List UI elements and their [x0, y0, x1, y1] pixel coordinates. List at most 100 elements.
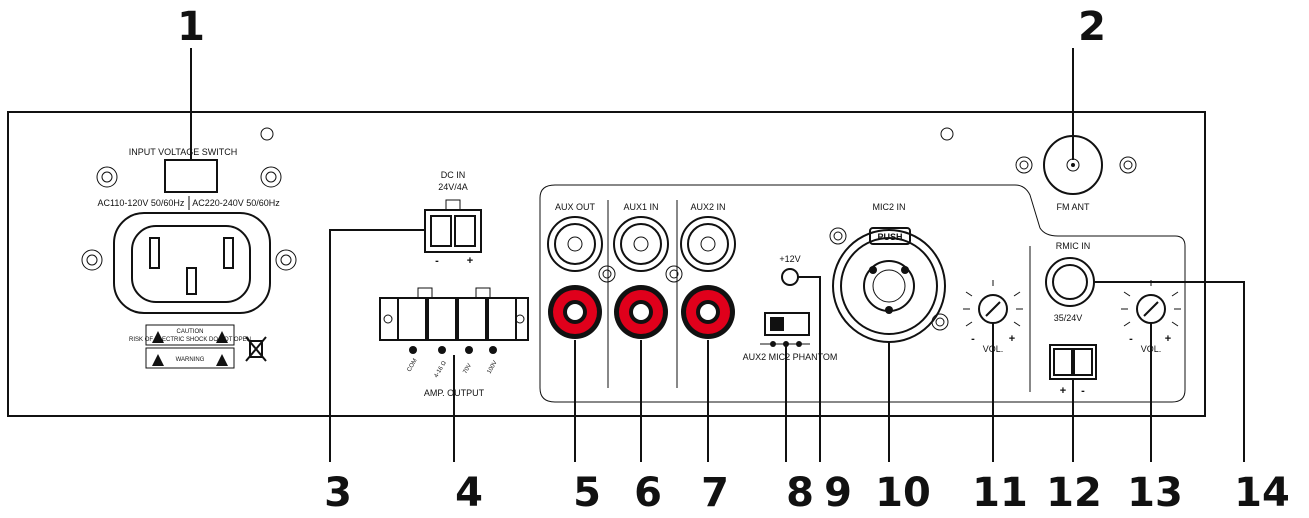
speaker-out-label: AMP. OUTPUT: [424, 388, 485, 398]
terminal-block: [1053, 348, 1073, 376]
callout-4: 4: [455, 470, 483, 516]
terminal-block: [397, 297, 427, 341]
warning-text: WARNING: [176, 357, 205, 363]
callout-2: 2: [1078, 4, 1106, 50]
warning-icon: [152, 331, 164, 343]
screw-icon: [81, 249, 103, 271]
callout-10: 10: [875, 470, 931, 516]
rmic-voltage-label: 35/24V: [1054, 313, 1083, 323]
ac-pin: [149, 237, 160, 269]
screw-icon: [275, 249, 297, 271]
warning-icon: [216, 354, 228, 366]
v70-label: 70V: [463, 363, 474, 375]
phantom-switch[interactable]: [764, 312, 810, 336]
warning-icon: [216, 331, 228, 343]
dc-in-block: [430, 215, 452, 247]
leader-14: [1094, 281, 1245, 462]
weee-bin-icon: [245, 336, 267, 362]
aux1-in-label: AUX1 IN: [623, 202, 658, 212]
ac110-label: AC110-120V 50/60Hz: [98, 198, 185, 208]
caution-label: [145, 324, 235, 346]
speaker-terminal[interactable]: [379, 297, 529, 341]
input-voltage-switch-label: INPUT VOLTAGE SWITCH: [129, 147, 238, 157]
dc-minus: -: [435, 255, 439, 267]
terminal-tab: [417, 287, 433, 299]
leader-3: [329, 229, 425, 462]
switch-labels: AUX2 MIC2 PHANTOM: [743, 352, 838, 362]
fm-ant-label: FM ANT: [1057, 202, 1091, 212]
mic2-in-label: MIC2 IN: [872, 202, 905, 212]
terminal-block: [487, 297, 517, 341]
remote-minus: -: [1081, 385, 1085, 397]
terminal-block: [427, 297, 457, 341]
vol-plus-2: +: [1165, 333, 1171, 345]
terminal-tab: [475, 287, 491, 299]
terminal-dot: [409, 346, 417, 354]
mount-hole: [515, 314, 525, 324]
ac-inlet-inner[interactable]: [131, 225, 251, 303]
vol-minus-1: -: [971, 333, 975, 345]
callout-7: 7: [701, 470, 729, 516]
screw-icon: [829, 227, 847, 245]
rca-jack-aux2-white[interactable]: [680, 216, 736, 272]
led-12v: [781, 268, 799, 286]
vol-minus-2: -: [1129, 333, 1133, 345]
dc-in-tab: [445, 199, 461, 211]
ohm-label: 4-16 Ω: [434, 360, 449, 379]
volume-knob-2[interactable]: [1121, 280, 1181, 327]
callout-13: 13: [1127, 470, 1183, 516]
aux-out-label: AUX OUT: [555, 202, 596, 212]
remote-mic-jack[interactable]: [1045, 257, 1095, 307]
callout-1: 1: [177, 4, 205, 50]
warning-icon: [152, 354, 164, 366]
volume-knob-1[interactable]: [963, 280, 1023, 327]
vol-plus-1: +: [1009, 333, 1015, 345]
push-tab[interactable]: [869, 227, 911, 245]
ac-inlet-outer: [113, 212, 271, 314]
vol-label-2: VOL.: [1141, 344, 1162, 354]
push-label: PUSH: [877, 232, 902, 242]
xlr-combo-jack[interactable]: [832, 229, 946, 343]
ac220-label: AC220-240V 50/60Hz: [192, 198, 280, 208]
rca-jack-aux-out-red[interactable]: [548, 285, 602, 339]
rca-jack-aux1-red[interactable]: [614, 285, 668, 339]
callout-14: 14: [1234, 470, 1290, 516]
v12-label: +12V: [779, 254, 800, 264]
rca-jack-aux-out-white[interactable]: [547, 216, 603, 272]
dc-voltage-label: 24V/4A: [438, 182, 468, 192]
mount-hole: [383, 314, 393, 324]
leader-9: [798, 276, 821, 462]
screw-icon: [598, 265, 616, 283]
ac-pin: [223, 237, 234, 269]
callout-9: 9: [824, 470, 852, 516]
callout-12: 12: [1046, 470, 1102, 516]
dc-in-label: DC IN: [441, 170, 466, 180]
terminal-block: [457, 297, 487, 341]
caution-subtext: RISK OF ELECTRIC SHOCK DO NOT OPEN: [129, 337, 251, 343]
hole: [260, 127, 274, 141]
screw-icon: [665, 265, 683, 283]
terminal-dot: [465, 346, 473, 354]
warning-label: [145, 347, 235, 369]
voltage-switch[interactable]: [164, 159, 218, 193]
terminal-dot: [438, 346, 446, 354]
inner-panel-outline: [539, 184, 1186, 403]
screw-icon: [1119, 156, 1137, 174]
aux2-in-label: AUX2 IN: [690, 202, 725, 212]
callout-5: 5: [573, 470, 601, 516]
hole: [940, 127, 954, 141]
rca-jack-aux1-white[interactable]: [613, 216, 669, 272]
screw-icon: [260, 166, 282, 188]
switch-knob: [770, 317, 784, 331]
screw-icon: [931, 313, 949, 331]
terminal-dot: [489, 346, 497, 354]
callout-8: 8: [786, 470, 814, 516]
chassis-outline: [7, 111, 1206, 417]
rca-jack-aux2-red[interactable]: [681, 285, 735, 339]
remote-plus: +: [1060, 385, 1066, 397]
callout-3: 3: [324, 470, 352, 516]
terminal-block: [1073, 348, 1093, 376]
ac-pin: [186, 267, 197, 295]
screw-icon: [96, 166, 118, 188]
